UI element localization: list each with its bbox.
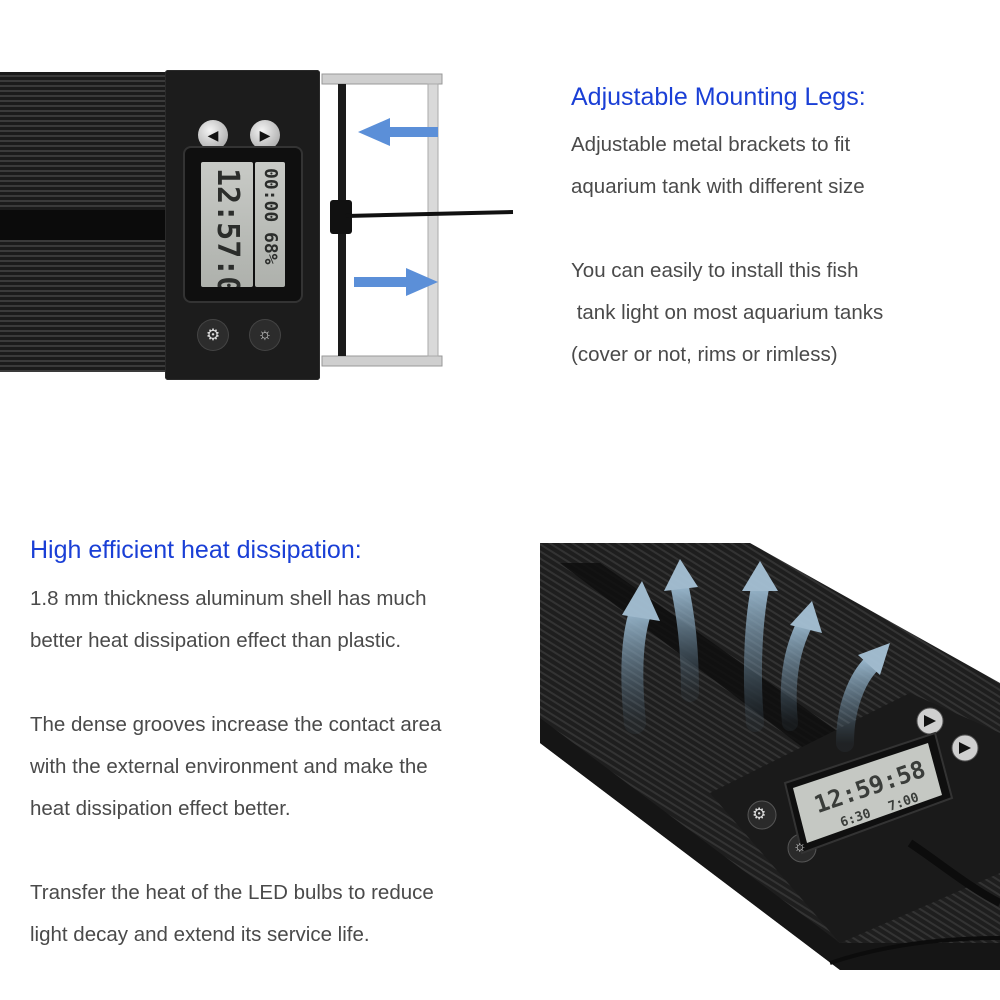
light-controller-image-top: ◀ ▶ 12:57:01 00:00 68% ⚙ ☼	[0, 60, 520, 390]
text-line: better heat dissipation effect than plas…	[30, 629, 402, 652]
light-heat-image-bottom: ⚙ ☼ 12:59:58 6:30 7:00	[540, 543, 1000, 970]
text-line: 1.8 mm thickness aluminum shell has much	[30, 587, 427, 610]
text-line: with the external environment and make t…	[30, 755, 428, 778]
right-arrow-icon: ▶	[250, 120, 280, 150]
mounting-paragraph-1: Adjustable metal brackets to fit aquariu…	[571, 124, 865, 208]
mounting-bracket	[321, 73, 514, 367]
heat-paragraph-3: Transfer the heat of the LED bulbs to re…	[30, 872, 434, 956]
lcd-timer-top: 00:00	[260, 168, 281, 223]
text-line: Adjustable metal brackets to fit	[571, 133, 851, 156]
text-line: You can easily to install this fish	[571, 259, 859, 282]
control-panel: ◀ ▶ 12:57:01 00:00 68% ⚙ ☼	[165, 70, 320, 380]
arrow-left-icon	[358, 118, 438, 146]
lcd-main-screen: 12:57:01	[201, 162, 253, 287]
centre-strip	[0, 210, 175, 240]
lcd-display: 12:57:01 00:00 68%	[185, 148, 301, 301]
arrow-right-icon	[354, 268, 438, 296]
mounting-legs-heading: Adjustable Mounting Legs:	[571, 83, 866, 111]
heat-dissipation-heading: High efficient heat dissipation:	[30, 536, 362, 564]
light-housing	[540, 543, 1000, 970]
text-line: tank light on most aquarium tanks	[571, 301, 884, 324]
mounting-paragraph-2: You can easily to install this fish tank…	[571, 250, 883, 376]
heat-paragraph-1: 1.8 mm thickness aluminum shell has much…	[30, 578, 427, 662]
sun-icon: ☼	[250, 320, 280, 350]
gear-icon: ⚙	[198, 320, 228, 350]
heat-arrow-icon	[780, 601, 822, 731]
heat-arrow-icon	[621, 581, 660, 734]
gear-icon: ⚙	[752, 806, 767, 823]
heat-arrow-icon	[664, 559, 699, 702]
text-line: heat dissipation effect better.	[30, 797, 291, 820]
heat-arrow-icon	[836, 643, 890, 752]
sun-icon: ☼	[793, 838, 807, 855]
text-line: Transfer the heat of the LED bulbs to re…	[30, 881, 434, 904]
heat-arrow-icon	[742, 561, 778, 732]
heat-paragraph-2: The dense grooves increase the contact a…	[30, 704, 441, 830]
text-line: light decay and extend its service life.	[30, 923, 370, 946]
text-line: (cover or not, rims or rimless)	[571, 343, 838, 366]
lcd-timer-bottom: 68%	[260, 232, 281, 265]
left-arrow-icon: ◀	[198, 120, 228, 150]
text-line: The dense grooves increase the contact a…	[30, 713, 442, 736]
lcd-time: 12:57:01	[210, 168, 245, 287]
text-line: aquarium tank with different size	[571, 175, 865, 198]
lcd-side-screen: 00:00 68%	[255, 162, 285, 287]
